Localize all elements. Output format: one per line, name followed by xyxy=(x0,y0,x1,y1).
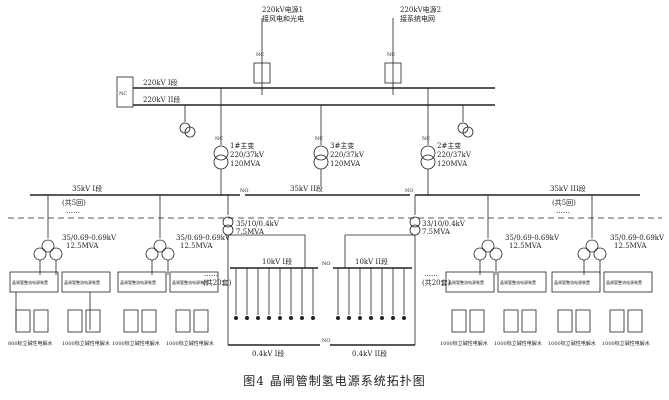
rectifier-label: 晶闸管整流电源装置 xyxy=(64,279,100,285)
main-transformer-1-feeder xyxy=(213,88,229,195)
bus-220kv-1-label: 220kV I段 xyxy=(143,78,178,87)
main-transformer-1-name: 1#主变 xyxy=(230,141,254,150)
rect-tx-1-cap: 12.5MVA xyxy=(66,242,99,250)
rectifier-label: 晶闸管整流电源装置 xyxy=(448,279,484,285)
feeder-dots xyxy=(234,316,406,320)
nc-mark: NC xyxy=(387,52,395,58)
main-transformer-2-ratio: 220/37kV xyxy=(437,151,472,159)
main-transformer-2-feeder xyxy=(420,88,436,195)
source-2-line-2: 接系统电网 xyxy=(400,14,435,23)
rectifier-label: 晶闸管整流电源装置 xyxy=(500,279,536,285)
bus-35kv-3-label: 35kV III段 xyxy=(550,184,586,193)
rectifier-label: 晶闸管整流电源装置 xyxy=(120,279,156,285)
main-transformer-1-ratio: 220/37kV xyxy=(230,151,265,159)
rect-tx-2-cap: 12.5MVA xyxy=(180,242,213,250)
nc-mark: NC xyxy=(256,52,264,58)
figure-caption: 图4 晶闸管制氢电源系统拓扑图 xyxy=(243,374,426,388)
main-transformer-3-name: 3#主变 xyxy=(330,141,354,150)
rectifier-group-3 xyxy=(445,195,547,333)
bus-220kv-2-label: 220kV II段 xyxy=(143,95,180,104)
source-1-line-2: 接风电和光电 xyxy=(262,14,304,23)
ellipsis-mid-left: …… xyxy=(204,270,218,278)
rectifier-group-4 xyxy=(551,195,653,333)
main-transformer-3-feeder xyxy=(313,105,329,185)
main-transformer-2-name: 2#主变 xyxy=(437,141,461,150)
main-transformer-1-cap: 120MVA xyxy=(230,160,261,168)
station-transformer-1 xyxy=(222,195,306,345)
bus-tie-220-box xyxy=(116,76,134,108)
source-2-feeder xyxy=(384,18,402,95)
electrolyzer-label: 1000标立碱性电解水 xyxy=(494,340,542,347)
source-1-feeder xyxy=(253,18,271,95)
electrolyzer-label: 1000标立碱性电解水 xyxy=(602,340,650,347)
nc-mark: NC xyxy=(422,136,430,142)
main-transformer-2-cap: 120MVA xyxy=(437,160,468,168)
rect-tx-3-cap: 12.5MVA xyxy=(509,242,542,250)
rectifier-label: 晶闸管整流电源装置 xyxy=(12,279,48,285)
bus-04kv-1-label: 0.4kV I段 xyxy=(252,349,284,358)
station-tx-2-cap: 7.5MVA xyxy=(422,228,451,236)
station-tx-2-ratio: 33/10/0.4kV xyxy=(422,220,466,228)
main-transformer-3-cap: 120MVA xyxy=(330,160,361,168)
count20-right: (共20套) xyxy=(422,278,451,287)
rect-tx-4-ratio: 35/0.69-0.69kV xyxy=(610,234,665,242)
rect-tx-2-ratio: 35/0.69-0.69kV xyxy=(176,234,231,242)
electrolyzer-label: 1000标立碱性电解水 xyxy=(548,340,596,347)
rectifier-group-1 xyxy=(9,195,111,333)
bus-10kv-2-label: 10kV II段 xyxy=(355,257,388,266)
ellipsis-mid-right: …… xyxy=(424,270,438,278)
bus-35kv-1-label: 35kV I段 xyxy=(72,184,102,193)
pt-right xyxy=(457,105,474,138)
electrolyzer-label: 1000标立碱性电解水 xyxy=(440,340,488,347)
ellipsis-left: …… xyxy=(66,207,80,215)
count20-left: (共20套) xyxy=(203,278,232,287)
feeder-count-left: (共5回) xyxy=(62,198,86,207)
no-mark: NO xyxy=(405,188,413,194)
electrolyzer-label: 1000标立碱性电解水 xyxy=(62,340,110,347)
source-2-line-1: 220kV电源2 xyxy=(400,5,441,14)
rect-tx-1-ratio: 35/0.69-0.69kV xyxy=(62,234,117,242)
rect-tx-3-ratio: 35/0.69-0.69kV xyxy=(505,234,560,242)
rectifier-label: 晶闸管整流电源装置 xyxy=(554,279,590,285)
bus-35kv-2-label: 35kV II段 xyxy=(290,184,323,193)
feeders-10kv xyxy=(235,268,405,315)
station-tx-1-cap: 7.5MVA xyxy=(236,228,265,236)
rectifier-label: 晶闸管整流电源装置 xyxy=(172,279,208,285)
nc-mark: NC xyxy=(119,91,127,97)
main-transformer-3-ratio: 220/37kV xyxy=(330,151,365,159)
nc-mark: NC xyxy=(315,136,323,142)
rectifier-label: 晶闸管整流电源装置 xyxy=(606,279,642,285)
topology-diagram: 220kV电源1 接风电和光电 220kV电源2 接系统电网 220kV I段 … xyxy=(8,5,665,358)
electrolyzer-label: 1000标立碱性电解水 xyxy=(166,340,214,347)
rect-tx-4-cap: 12.5MVA xyxy=(614,242,647,250)
no-mark: NO xyxy=(322,338,330,344)
source-1-line-1: 220kV电源1 xyxy=(262,5,303,14)
feeder-count-right: (共5回) xyxy=(552,198,576,207)
bus-04kv-2-label: 0.4kV II段 xyxy=(352,349,387,358)
station-transformer-2 xyxy=(344,195,421,345)
bus-10kv-1-label: 10kV I段 xyxy=(262,257,292,266)
electrolyzer-label: 1000标立碱性电解水 xyxy=(112,340,160,347)
rectifier-group-2 xyxy=(117,195,219,333)
nc-mark: NC xyxy=(215,136,223,142)
no-mark: NO xyxy=(240,188,248,194)
electrolyzer-label: 800标立碱性电解水 xyxy=(8,340,53,347)
no-mark: NO xyxy=(322,261,330,267)
ellipsis-right: …… xyxy=(556,207,570,215)
station-tx-1-ratio: 35/10/0.4kV xyxy=(236,220,280,228)
pt-left xyxy=(179,105,196,138)
